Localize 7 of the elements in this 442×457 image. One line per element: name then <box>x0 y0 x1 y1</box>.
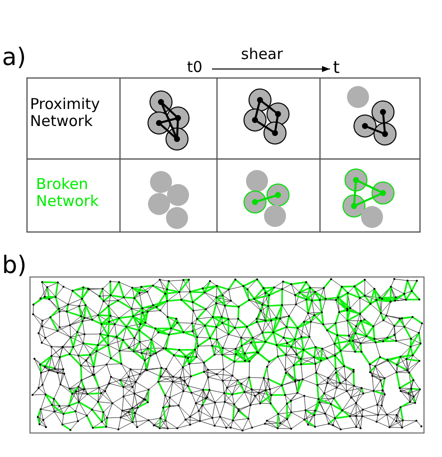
time-label: t <box>333 59 340 79</box>
time-label: t0 <box>187 59 202 76</box>
panel-label: b) <box>2 252 27 280</box>
row-header: Proximity Network <box>30 96 101 130</box>
panel-label: a) <box>2 44 26 72</box>
row-header: Broken Network <box>36 176 100 210</box>
arrow-label: shear <box>241 46 283 64</box>
